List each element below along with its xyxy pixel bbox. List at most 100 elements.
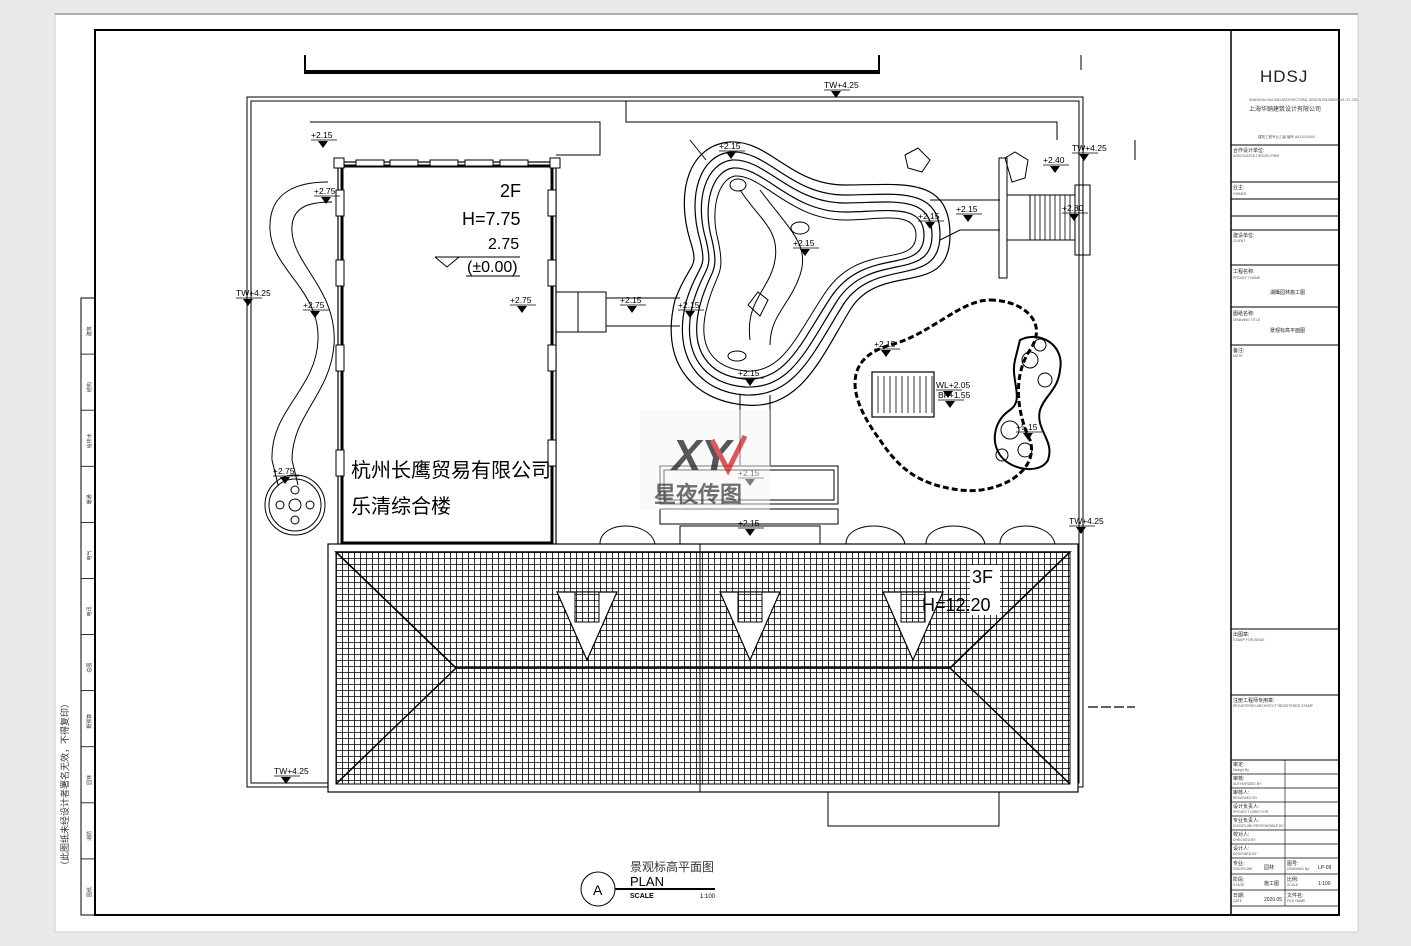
building-2f: 2F H=7.75 2.75 (±0.00) 杭州长鹰贸易有限公司 乐清综合楼 <box>333 157 561 548</box>
tb-role-en: Design By <box>1233 768 1249 772</box>
elevation-label: +2.75 <box>314 186 336 196</box>
elevation-marker: +2.15 <box>678 300 704 318</box>
elevation-marker: +2.15 <box>620 295 646 313</box>
winding-path <box>264 181 335 536</box>
elevation-label: TW+4.25 <box>1069 516 1104 526</box>
elevation-label: +2.15 <box>874 339 896 349</box>
building-name-1: 杭州长鹰贸易有限公司 <box>351 459 551 482</box>
elevation-marker: TW+4.25 <box>236 288 271 306</box>
tb-drawing-name: 景观标高平面图 <box>1270 327 1305 334</box>
strip-label: 建筑 <box>86 326 93 336</box>
elevation-marker: +2.75 <box>273 466 299 484</box>
firm-qualification: 建筑工程专业乙级 编号 A031010000 <box>1258 134 1315 139</box>
elevation-label: TW+4.25 <box>274 766 309 776</box>
firm-name-cn: 上海华聃建筑设计有限公司 <box>1249 105 1321 113</box>
building-2f-height: H=7.75 <box>462 209 521 229</box>
plan-title-en: PLAN <box>630 874 664 889</box>
tb-cooperation: 合作设计单位: <box>1233 147 1264 154</box>
elevation-marker: +2.15 <box>793 238 819 256</box>
elevation-marker: TW+4.25 <box>1069 516 1104 534</box>
building-2f-level: 2.75 <box>488 236 519 253</box>
strip-label: 概预算 <box>86 714 93 729</box>
tb-bottom-key-en: DISCIPLINE <box>1233 867 1253 871</box>
elevation-label: +2.75 <box>510 295 532 305</box>
elevation-label: BF+1.55 <box>938 390 971 400</box>
plan-scale-label: SCALE <box>630 893 654 900</box>
tb-role-en: DESIGNED BY <box>1233 852 1258 856</box>
elevation-label: +2.40 <box>1043 155 1065 165</box>
tb-role: 设计负责人: <box>1233 803 1259 810</box>
elevation-marker: +5.15 <box>1016 422 1042 440</box>
elevation-label: +2.15 <box>918 211 940 221</box>
tb-role: 校对人: <box>1233 831 1249 838</box>
elevation-label: +2.15 <box>620 295 642 305</box>
tb-bottom-val2: LP-09 <box>1318 865 1332 871</box>
tb-reg-en: REGISTERED ARCHITECT REGISTERED STAMP <box>1233 704 1314 708</box>
pond <box>670 139 960 465</box>
north-wall <box>304 55 1136 160</box>
strip-label: 结构 <box>86 382 93 392</box>
tb-role-en: CHECKED BY <box>1233 838 1256 842</box>
strip-label: 暖通 <box>86 494 93 504</box>
tb-bottom-key2: 比例: <box>1287 876 1298 883</box>
tb-stamp-en: STAMP FOR ISSUE <box>1233 638 1265 642</box>
elevation-label: +2.15 <box>738 518 760 528</box>
plan-label: A 景观标高平面图 PLAN SCALE 1:100 <box>580 859 716 907</box>
tb-bottom-key: 日期: <box>1233 893 1244 899</box>
elevation-marker: +2.15 <box>311 130 337 148</box>
tb-role-en: PROJECT DIRECTOR <box>1233 810 1269 814</box>
elevation-label: +2.75 <box>303 300 325 310</box>
elevation-marker: +2.75 <box>314 186 340 204</box>
tb-bottom-val: 施工图 <box>1264 880 1279 887</box>
tb-notes-en: NOTE <box>1233 354 1243 358</box>
elevation-marker: +2.80 <box>1062 203 1088 221</box>
tb-role: 专业负责人: <box>1233 817 1259 824</box>
tb-bottom-key2: 图号: <box>1287 861 1298 867</box>
elevation-marker: TW+4.25 <box>824 80 859 98</box>
tb-bottom-key2-en: FILE NAME <box>1287 899 1306 903</box>
elevation-label: +2.15 <box>956 204 978 214</box>
garden-island <box>853 298 1062 493</box>
plan-title-cn: 景观标高平面图 <box>630 859 714 874</box>
tb-bottom-key-en: DATE <box>1233 899 1243 903</box>
tb-role-en: AUTHORIZED BY <box>1233 782 1262 786</box>
elevation-marker: +2.40 <box>1043 155 1069 173</box>
tb-bottom-val2: 1:100 <box>1318 881 1331 887</box>
building-3f-floor: 3F <box>972 567 993 587</box>
tb-role: 审核人: <box>1233 789 1249 796</box>
tb-notes: 备注: <box>1233 347 1244 354</box>
tb-bottom-val: 2020.05 <box>1264 897 1282 903</box>
tb-stamp: 出图章: <box>1233 631 1249 638</box>
tb-builder: 建设单位: <box>1233 232 1254 239</box>
elevation-label: +2.75 <box>273 466 295 476</box>
tb-bottom-key2: 文件名: <box>1287 892 1303 899</box>
tb-role-en: REVIEWED BY <box>1233 796 1258 800</box>
strip-label: 图纸 <box>86 887 93 897</box>
tb-project-name: 湖鹰园林施工图 <box>1270 289 1305 296</box>
tb-client: 业主: <box>1233 184 1244 191</box>
title-block: HDSJ SHANGHAI HUA DAN ARCHITECTURAL DESI… <box>1231 67 1358 907</box>
tb-reg: 注册工程师专用章: <box>1233 697 1274 704</box>
tb-drawing: 图纸名称: <box>1233 310 1254 317</box>
elevation-label: +2.15 <box>738 368 760 378</box>
firm-name-en: SHANGHAI HUA DAN ARCHITECTURAL DESIGN EN… <box>1249 98 1358 102</box>
plan-scale-value: 1:100 <box>700 894 716 900</box>
elevation-marker: +2.15 <box>956 204 982 222</box>
tb-project: 工程名称: <box>1233 268 1254 275</box>
tb-bottom-key: 阶段: <box>1233 876 1244 883</box>
building-2f-floor: 2F <box>500 181 521 201</box>
watermark: XY 星夜传图 <box>640 410 770 510</box>
firm-logo: HDSJ <box>1260 67 1308 86</box>
elevation-label: WL+2.05 <box>936 380 971 390</box>
strip-label: 给排水 <box>86 433 93 448</box>
tb-bottom-key2-en: SCALE <box>1287 883 1299 887</box>
elevation-marker: +2.15 <box>719 141 745 159</box>
building-3f-roof: 3F H=12.20 <box>327 543 1135 827</box>
tb-client-en: OWNER <box>1233 192 1247 196</box>
building-2f-level-ref: (±0.00) <box>467 259 518 276</box>
elevation-marker: TW+4.25 <box>1072 143 1107 161</box>
tb-drawing-en: DRAWING TITLE <box>1233 318 1261 322</box>
